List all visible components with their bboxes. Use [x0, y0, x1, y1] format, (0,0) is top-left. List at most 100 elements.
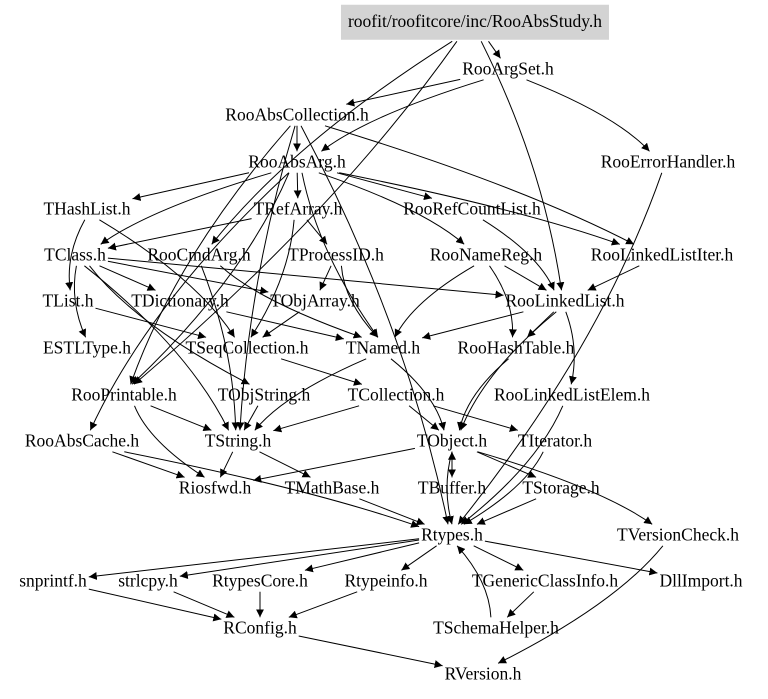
- edge-snprintf-to-RConfig: [88, 588, 222, 622]
- node-RooNameReg[interactable]: RooNameReg.h: [429, 244, 543, 265]
- node-TSchemaHelper[interactable]: TSchemaHelper.h: [433, 617, 559, 638]
- edge-RooAbsCache-to-Riosfwd: [112, 451, 185, 479]
- edge-TRefArray-to-TProcessID: [306, 219, 328, 245]
- edge-RooLinkedList-to-TNamed: [422, 311, 524, 340]
- node-RooAbsCache[interactable]: RooAbsCache.h: [24, 430, 140, 451]
- edge-RooLinkedList-to-RooLinkedListElem: [565, 311, 577, 385]
- node-TStorage[interactable]: TStorage.h: [522, 477, 600, 498]
- edge-RooAbsArg-to-RooAbsCache: [89, 172, 290, 431]
- node-THashList[interactable]: THashList.h: [43, 198, 131, 219]
- edge-RooAbsCollection-to-RooPrintable: [129, 125, 291, 385]
- node-RooPrintable[interactable]: RooPrintable.h: [71, 384, 177, 405]
- edge-RooHashTable-to-TObject: [457, 358, 509, 431]
- edge-RooAbsArg-to-TNamed: [301, 172, 379, 338]
- edge-TStorage-to-Rtypes: [476, 498, 537, 525]
- node-TIterator[interactable]: TIterator.h: [517, 430, 593, 451]
- node-RooAbsStudy[interactable]: roofit/roofitcore/inc/RooAbsStudy.h: [340, 4, 610, 40]
- node-TMathBase[interactable]: TMathBase.h: [284, 477, 380, 498]
- node-TSeqCollection[interactable]: TSeqCollection.h: [185, 337, 309, 358]
- edge-TRefArray-to-TSeqCollection: [250, 219, 295, 338]
- edge-RooArgSet-to-RooAbsCollection: [346, 78, 461, 107]
- node-RooAbsArg[interactable]: RooAbsArg.h: [248, 151, 346, 172]
- edge-TIterator-to-Rtypes: [463, 451, 544, 525]
- edge-RooAbsArg-to-RooNameReg: [318, 172, 465, 245]
- edge-RooArgSet-to-RooAbsArg: [321, 79, 484, 152]
- edge-TDictionary-to-TNamed: [226, 311, 344, 341]
- edge-TClass-to-ESTLType: [73, 265, 87, 338]
- node-Rtypeinfo[interactable]: Rtypeinfo.h: [344, 570, 428, 591]
- edge-TObjString-to-TString: [243, 405, 259, 431]
- edge-RooAbsArg-to-RooPrintable: [131, 172, 290, 385]
- edge-TProcessID-to-TObjArray: [319, 265, 332, 291]
- edge-TString-to-TMathBase: [259, 451, 311, 478]
- edge-RooAbsCollection-to-RooLinkedListIter: [324, 125, 635, 245]
- node-RConfig[interactable]: RConfig.h: [223, 617, 297, 638]
- node-TObject[interactable]: TObject.h: [416, 430, 488, 451]
- node-RooArgSet[interactable]: RooArgSet.h: [462, 58, 554, 79]
- node-TList[interactable]: TList.h: [42, 290, 94, 311]
- edge-Rtypes-to-RtypesCore: [304, 542, 420, 573]
- edge-TList-to-TSeqCollection: [95, 307, 207, 340]
- node-TNamed[interactable]: TNamed.h: [345, 337, 421, 358]
- edge-strlcpy-to-RConfig: [173, 591, 235, 618]
- edge-Rtypes-to-DllImport: [484, 540, 658, 576]
- node-TObjString[interactable]: TObjString.h: [217, 384, 311, 405]
- node-RooLinkedListIter[interactable]: RooLinkedListIter.h: [590, 244, 734, 265]
- edge-TRefArray-to-TClass: [107, 218, 252, 251]
- node-ESTLType[interactable]: ESTLType.h: [42, 337, 132, 358]
- edge-RooLinkedList-to-TObject: [459, 311, 557, 431]
- node-RooHashTable[interactable]: RooHashTable.h: [457, 337, 575, 358]
- node-TGenericClassInfo[interactable]: TGenericClassInfo.h: [471, 570, 619, 591]
- node-RooErrorHandler[interactable]: RooErrorHandler.h: [600, 151, 736, 172]
- edge-Rtypes-to-snprintf: [88, 538, 420, 580]
- node-TProcessID[interactable]: TProcessID.h: [288, 244, 384, 265]
- node-Rtypes[interactable]: Rtypes.h: [421, 524, 483, 545]
- edge-RooAbsArg-to-TRefArray: [293, 172, 302, 199]
- edge-TNamed-to-TObject: [390, 358, 447, 431]
- edge-TCollection-to-TObject: [408, 405, 440, 431]
- node-Riosfwd[interactable]: Riosfwd.h: [178, 477, 252, 498]
- node-TRefArray[interactable]: TRefArray.h: [253, 198, 343, 219]
- node-TCollection[interactable]: TCollection.h: [347, 384, 445, 405]
- edge-TSeqCollection-to-TCollection: [280, 358, 363, 386]
- node-TObjArray[interactable]: TObjArray.h: [270, 290, 360, 311]
- edge-RooErrorHandler-to-Rtypes: [457, 172, 663, 525]
- edge-RooPrintable-to-TString: [150, 405, 212, 432]
- node-strlcpy[interactable]: strlcpy.h: [118, 570, 178, 591]
- edge-TMathBase-to-Rtypes: [359, 498, 425, 526]
- node-RooCmdArg[interactable]: RooCmdArg.h: [147, 244, 251, 265]
- edge-RooNameReg-to-TNamed: [394, 265, 475, 338]
- node-TString[interactable]: TString.h: [204, 430, 272, 451]
- node-RVersion[interactable]: RVersion.h: [444, 663, 522, 684]
- node-RooLinkedList[interactable]: RooLinkedList.h: [505, 290, 625, 311]
- edge-RooNameReg-to-RooLinkedList: [504, 265, 547, 291]
- edge-RooAbsCollection-to-TString: [236, 125, 296, 431]
- edge-RooLinkedListIter-to-RooLinkedList: [587, 265, 640, 291]
- edge-TClass-to-TObjArray: [107, 260, 269, 295]
- edge-THashList-to-TSeqCollection: [99, 219, 236, 338]
- node-TBuffer[interactable]: TBuffer.h: [417, 477, 487, 498]
- node-RooRefCountList[interactable]: RooRefCountList.h: [403, 198, 541, 219]
- node-RtypesCore[interactable]: RtypesCore.h: [212, 570, 308, 591]
- edge-TCollection-to-TString: [273, 405, 360, 433]
- node-TVersionCheck[interactable]: TVersionCheck.h: [617, 524, 739, 545]
- edge-RooLinkedListElem-to-Rtypes: [460, 405, 564, 525]
- node-DllImport[interactable]: DllImport.h: [659, 570, 743, 591]
- node-RooAbsCollection[interactable]: RooAbsCollection.h: [225, 104, 369, 125]
- edge-TObject-to-TVersionCheck: [477, 451, 653, 525]
- node-TClass[interactable]: TClass.h: [44, 244, 106, 265]
- edge-TNamed-to-TString: [254, 358, 367, 431]
- edge-RooCmdArg-to-TNamed: [219, 265, 362, 339]
- edge-RooAbsStudy-to-RooArgSet: [488, 41, 501, 59]
- edge-RooAbsArg-to-RooRefCountList: [336, 172, 433, 201]
- edge-Rtypes-to-Rtypeinfo: [401, 545, 437, 571]
- edge-TClass-to-RooLinkedList: [107, 257, 504, 299]
- edge-Rtypes-to-TGenericClassInfo: [473, 545, 524, 571]
- node-RooLinkedListElem[interactable]: RooLinkedListElem.h: [493, 384, 651, 405]
- edge-RooRefCountList-to-RooLinkedList: [482, 219, 555, 291]
- node-TDictionary[interactable]: TDictionary.h: [131, 290, 229, 311]
- edge-TCollection-to-TIterator: [433, 405, 518, 432]
- node-snprintf[interactable]: snprintf.h: [19, 570, 87, 591]
